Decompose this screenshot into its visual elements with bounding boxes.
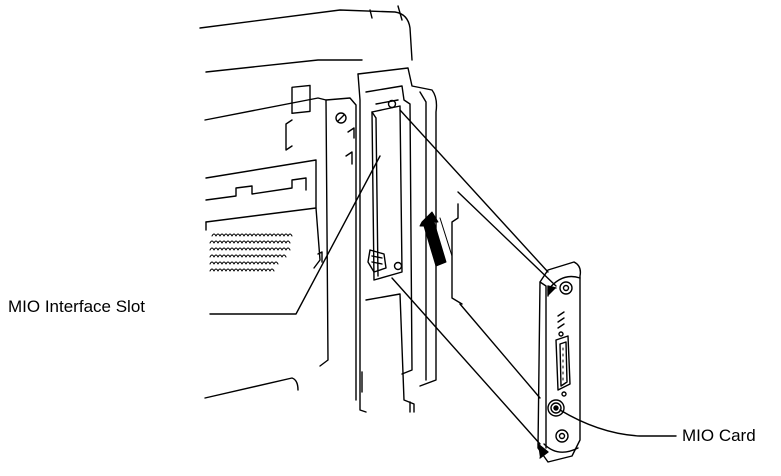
vent-grill	[209, 233, 293, 272]
card-thumbscrew-bottom	[537, 429, 579, 459]
slot-frame-outer	[357, 67, 438, 387]
slot-opening-depth	[371, 111, 379, 277]
connector-bay-notch	[205, 177, 307, 201]
panel-screw-slot	[337, 114, 345, 122]
card-faceplate-edge	[539, 281, 547, 449]
card-db-connector	[555, 331, 571, 397]
card-board-bottom-edge	[391, 277, 541, 445]
slot-leader-line	[209, 155, 381, 315]
mio-card-label: MIO Card	[682, 426, 756, 445]
panel-screw	[335, 112, 347, 124]
printer-top-ridge	[369, 5, 403, 21]
connector-bay-lower	[205, 207, 321, 269]
card-thumbscrew-top	[547, 275, 581, 297]
card-board-top-edge	[399, 109, 549, 273]
panel-tab-upper	[345, 127, 355, 165]
slot-guide-bottom	[367, 249, 387, 273]
card-board-face	[457, 191, 557, 399]
card-leader-line	[559, 409, 677, 437]
insertion-arrow	[419, 211, 447, 267]
slot-frame-left	[357, 73, 367, 413]
mio-interface-slot	[357, 67, 438, 413]
connector-bay-top	[205, 159, 317, 223]
slot-lower-frame	[365, 293, 415, 413]
printer-shoulder	[204, 97, 329, 367]
mio-interface-slot-label: MIO Interface Slot	[8, 297, 145, 316]
rear-panel-outline	[325, 97, 357, 401]
panel-tab-lower	[317, 251, 323, 263]
printer-body	[199, 5, 413, 401]
slot-frame-inner	[365, 85, 413, 375]
slot-guide-bottom-lines	[371, 255, 383, 265]
printer-top-surface	[205, 59, 363, 73]
rear-port-square	[291, 84, 311, 115]
slot-bottom-feet	[361, 371, 411, 413]
card-board-inner-edge	[451, 203, 463, 305]
slot-screw-bottom	[393, 261, 403, 271]
slot-frame-inner-right	[419, 91, 427, 381]
insertion-arrow-shadow	[439, 217, 453, 257]
card-faceplate	[537, 261, 582, 463]
mio-card	[391, 109, 582, 463]
slot-screw-top	[387, 99, 397, 109]
card-bnc-connector	[547, 399, 565, 417]
printer-lower-curve	[204, 377, 299, 399]
printer-top-edge	[199, 9, 413, 61]
slot-opening	[371, 105, 403, 281]
card-led-marks	[557, 311, 565, 329]
rear-port-side	[285, 119, 293, 151]
